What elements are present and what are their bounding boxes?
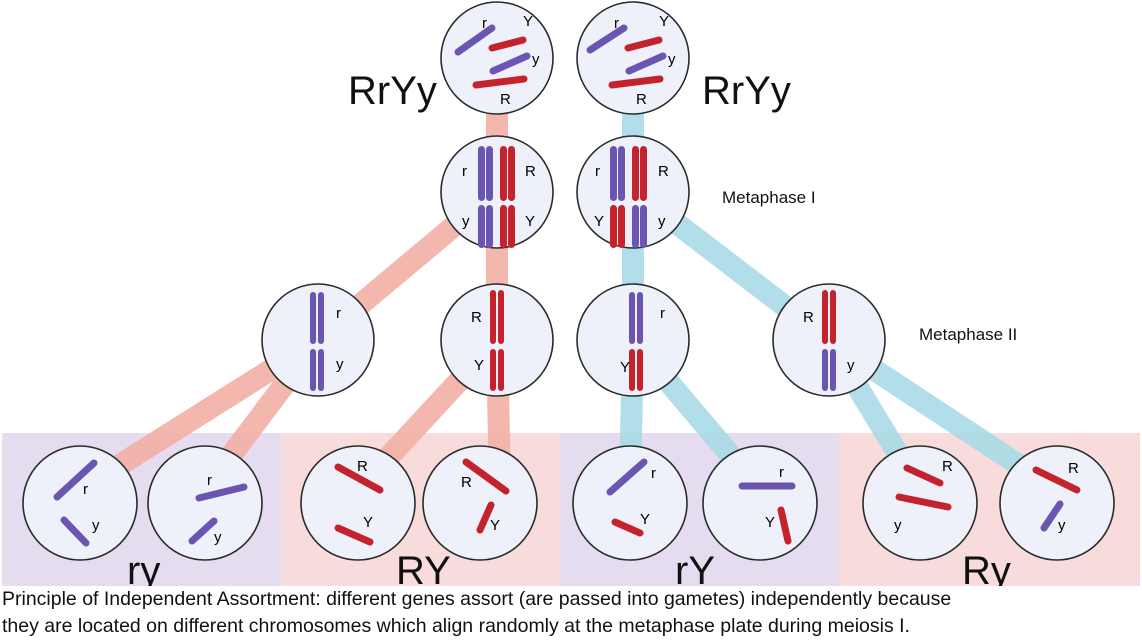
gamete-cell-2: r y: [147, 445, 263, 561]
gamete-group-label-Ry: Ry: [962, 549, 1011, 586]
independent-assortment-diagram: r Y y R r Y y R RrYy RrYy r R y Y: [2, 1, 1140, 586]
parent-cell-left: r Y y R: [440, 1, 554, 115]
gamete-cell-6: r Y: [702, 445, 818, 561]
caption-line-2: they are located on different chromosome…: [2, 615, 910, 637]
figure-caption: Principle of Independent Assortment: dif…: [2, 586, 1142, 640]
allele-label: y: [894, 517, 902, 534]
allele-label: R: [942, 458, 953, 475]
allele-label: y: [214, 529, 222, 546]
allele-label: Y: [363, 514, 373, 531]
metaphase1-cell-right: r R Y y: [576, 135, 690, 249]
metaphase2-cell-c: r Y: [576, 283, 690, 397]
allele-label: Y: [523, 13, 533, 30]
allele-label: r: [651, 465, 656, 482]
allele-label: r: [595, 163, 600, 180]
allele-label: R: [471, 309, 482, 326]
allele-label: y: [658, 213, 666, 230]
allele-label: Y: [474, 357, 484, 374]
gamete-group-label-RY: RY: [396, 549, 451, 586]
allele-label: r: [207, 472, 212, 489]
allele-label: R: [1068, 460, 1079, 477]
allele-label: R: [525, 163, 536, 180]
gamete-group-label-rY: rY: [675, 549, 715, 586]
allele-label: y: [847, 357, 855, 374]
gamete-cell-3: R Y: [300, 445, 416, 561]
allele-label: R: [803, 309, 814, 326]
gamete-cell-1: r y: [22, 445, 138, 561]
metaphase2-cell-a: r y: [261, 283, 375, 397]
stage-label-metaphase1: Metaphase I: [722, 188, 816, 207]
allele-label: R: [500, 91, 511, 108]
gamete-cell-5: r Y: [572, 445, 688, 561]
allele-label: y: [336, 356, 344, 373]
allele-label: Y: [490, 517, 500, 534]
allele-label: y: [1058, 517, 1066, 534]
allele-label: y: [462, 213, 470, 230]
allele-label: r: [614, 15, 619, 32]
gamete-group-label-ry: ry: [127, 549, 160, 586]
allele-label: R: [461, 474, 472, 491]
gamete-cell-7: R y: [862, 445, 978, 561]
caption-line-1: Principle of Independent Assortment: dif…: [2, 588, 952, 610]
allele-label: Y: [765, 514, 775, 531]
allele-label: Y: [659, 13, 669, 30]
metaphase1-cell-left: r R y Y: [440, 135, 554, 249]
allele-label: r: [779, 464, 784, 481]
allele-label: R: [658, 163, 669, 180]
metaphase2-cell-d: R y: [772, 283, 886, 397]
allele-label: r: [660, 305, 665, 322]
allele-label: Y: [620, 359, 630, 376]
parent-genotype-left: RrYy: [348, 69, 437, 113]
metaphase2-cell-b: R Y: [440, 283, 554, 397]
parent-genotype-right: RrYy: [702, 69, 791, 113]
parent-cell-right: r Y y R: [576, 1, 690, 115]
allele-label: r: [482, 15, 487, 32]
allele-label: y: [532, 51, 540, 68]
lineage-paths: [74, 100, 1064, 500]
allele-label: r: [462, 163, 467, 180]
allele-label: y: [92, 517, 100, 534]
allele-label: r: [83, 481, 88, 498]
gamete-cell-8: R y: [999, 445, 1115, 561]
gamete-cell-4: R Y: [422, 445, 538, 561]
allele-label: r: [336, 305, 341, 322]
allele-label: R: [636, 91, 647, 108]
allele-label: R: [357, 458, 368, 475]
allele-label: y: [668, 51, 676, 68]
allele-label: Y: [525, 213, 535, 230]
stage-label-metaphase2: Metaphase II: [919, 325, 1017, 344]
allele-label: Y: [640, 511, 650, 528]
allele-label: Y: [594, 213, 604, 230]
